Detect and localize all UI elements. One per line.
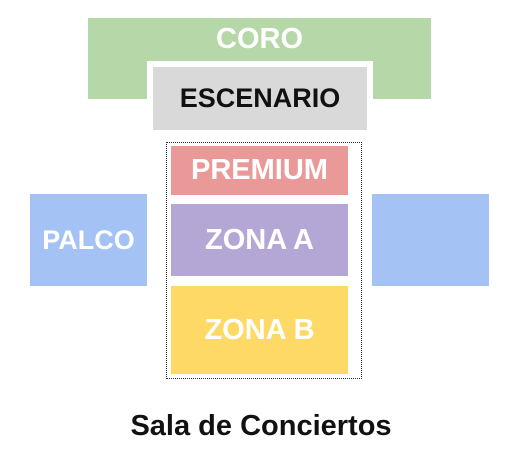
venue-title: Sala de Conciertos [130,410,392,442]
section-premium-label: PREMIUM [191,154,328,186]
seating-area-outline [166,142,362,379]
section-zona-a[interactable]: ZONA A [171,204,348,276]
section-zona-a-label: ZONA A [204,223,314,256]
section-coro-label: CORO [216,23,303,55]
section-palco-right[interactable] [372,194,489,286]
section-palco-left[interactable]: PALCO [30,194,147,286]
section-palco-left-label: PALCO [42,224,135,255]
section-escenario: ESCENARIO [153,67,367,130]
section-zona-b[interactable]: ZONA B [171,286,348,374]
section-premium[interactable]: PREMIUM [171,146,348,195]
section-zona-b-label: ZONA B [204,313,315,346]
section-escenario-label: ESCENARIO [179,83,341,113]
